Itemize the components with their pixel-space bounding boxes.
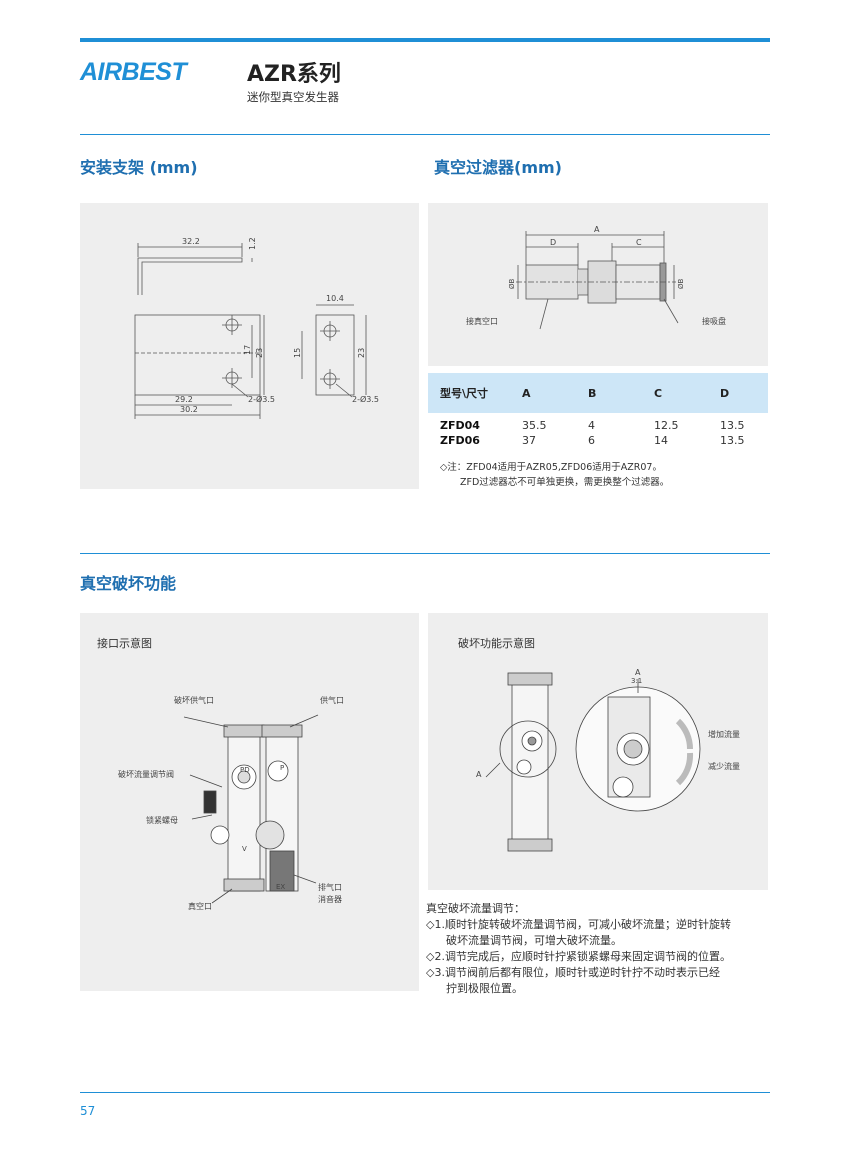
bracket-drawing: 32.2 1.2 10.4 17 23 15 23 2-Ø3.5 2-Ø3.5 … bbox=[134, 237, 379, 419]
label-lock-nut: 锁紧螺母 bbox=[146, 815, 178, 825]
dim-23-side: 23 bbox=[357, 348, 366, 358]
section-title-bracket: 安装支架 (mm) bbox=[80, 158, 198, 177]
bracket-drawing-panel: 32.2 1.2 10.4 17 23 15 23 2-Ø3.5 2-Ø3.5 … bbox=[80, 203, 419, 489]
adjust-title: 真空破坏流量调节： bbox=[426, 902, 525, 915]
adjust-instructions: 真空破坏流量调节： ◇1.顺时针旋转破坏流量调节阀，可减小破坏流量；逆时针旋转 … bbox=[426, 901, 771, 997]
table-cell: 4 bbox=[588, 419, 595, 432]
break-callout-a: A bbox=[476, 770, 482, 779]
table-cell: 14 bbox=[654, 434, 668, 447]
table-cell: 12.5 bbox=[654, 419, 679, 432]
table-header-row: 型号\尺寸 A B C D bbox=[428, 373, 768, 413]
table-cell: 13.5 bbox=[720, 434, 745, 447]
filter-dim-b-right: ØB bbox=[677, 278, 685, 289]
dim-32-2: 32.2 bbox=[182, 237, 200, 246]
section-title-break: 真空破坏功能 bbox=[80, 574, 177, 593]
dim-15: 15 bbox=[293, 348, 302, 358]
brand-logo: AIRBEST bbox=[80, 58, 187, 86]
table-cell: 35.5 bbox=[522, 419, 547, 432]
adjust-step-3-cont: 拧到极限位置。 bbox=[446, 982, 523, 995]
filter-spec-table: 型号\尺寸 A B C D ZFD04 35.5 4 12.5 13.5 ZFD… bbox=[428, 373, 768, 449]
port-diagram-title: 接口示意图 bbox=[97, 637, 152, 650]
label-air-supply: 供气口 bbox=[320, 695, 344, 705]
adjust-step-1-cont: 破坏流量调节阀，可增大破坏流量。 bbox=[446, 934, 622, 947]
filter-drawing: A D C ØB ØB 接真空口 接吸盘 bbox=[466, 225, 726, 330]
break-label-a: A bbox=[635, 668, 641, 677]
break-diagram: A 3:1 A 增加流量 减少流量 bbox=[476, 668, 740, 852]
label-break-supply: 破坏供气口 bbox=[174, 695, 214, 705]
table-header-cell: A bbox=[522, 386, 531, 400]
dim-17: 17 bbox=[243, 345, 252, 355]
top-accent-bar bbox=[80, 38, 770, 42]
label-vacuum-port: 真空口 bbox=[188, 901, 212, 911]
table-header-cell: 型号\尺寸 bbox=[440, 387, 489, 400]
dim-23-front: 23 bbox=[255, 348, 264, 358]
section-title-filter: 真空过滤器(mm) bbox=[434, 158, 562, 177]
filter-port-vacuum: 接真空口 bbox=[466, 316, 498, 326]
adjust-step-2: ◇2.调节完成后，应顺时针拧紧锁紧螺母来固定调节阀的位置。 bbox=[426, 950, 731, 963]
table-header-cell: C bbox=[654, 386, 663, 400]
section-divider bbox=[80, 134, 770, 135]
label-ex: EX bbox=[276, 883, 285, 891]
table-header-cell: B bbox=[588, 386, 597, 400]
label-p: P bbox=[280, 764, 284, 772]
table-cell: ZFD04 bbox=[440, 419, 480, 432]
table-cell: 6 bbox=[588, 434, 595, 447]
break-diagram-title: 破坏功能示意图 bbox=[458, 637, 535, 650]
table-header-cell: D bbox=[720, 386, 730, 400]
label-silencer: 消音器 bbox=[318, 894, 342, 904]
series-subtitle: 迷你型真空发生器 bbox=[247, 90, 339, 104]
table-cell: 37 bbox=[522, 434, 536, 447]
port-diagram: PD P V EX 破坏供气口 供气口 破坏流量调节阀 锁紧螺母 真空口 排气口… bbox=[118, 695, 344, 911]
label-increase-flow: 增加流量 bbox=[708, 729, 740, 739]
filter-note-1: ◇注：ZFD04适用于AZR05,ZFD06适用于AZR07。 bbox=[440, 462, 662, 473]
filter-note-2: ZFD过滤器芯不可单独更换，需更换整个过滤器。 bbox=[460, 477, 670, 488]
table-row: ZFD06 37 6 14 13.5 bbox=[428, 432, 768, 449]
table-cell: ZFD06 bbox=[440, 434, 480, 447]
port-diagram-panel: 接口示意图 PD P V EX 破坏供气口 供气口 破坏流量调节阀 bbox=[80, 613, 419, 991]
dim-30-2: 30.2 bbox=[180, 405, 198, 414]
label-v: V bbox=[242, 845, 247, 853]
adjust-step-1: ◇1.顺时针旋转破坏流量调节阀，可减小破坏流量；逆时针旋转 bbox=[426, 918, 731, 931]
series-title: AZR系列 bbox=[247, 62, 341, 87]
label-pd: PD bbox=[240, 766, 250, 774]
section-divider bbox=[80, 553, 770, 554]
filter-drawing-panel: A D C ØB ØB 接真空口 接吸盘 bbox=[428, 203, 768, 366]
dim-1-2: 1.2 bbox=[248, 237, 257, 250]
dim-29-2: 29.2 bbox=[175, 395, 193, 404]
break-diagram-panel: 破坏功能示意图 A 3:1 A 增加流量 减少流量 bbox=[428, 613, 768, 890]
dim-10-4: 10.4 bbox=[326, 294, 344, 303]
footer-divider bbox=[80, 1092, 770, 1093]
filter-dim-d: D bbox=[550, 238, 556, 247]
page-number: 57 bbox=[80, 1104, 96, 1118]
filter-dim-c: C bbox=[636, 238, 642, 247]
break-scale: 3:1 bbox=[631, 677, 642, 685]
label-decrease-flow: 减少流量 bbox=[708, 761, 740, 771]
adjust-step-3: ◇3.调节阀前后都有限位，顺时针或逆时针拧不动时表示已经 bbox=[426, 966, 720, 979]
filter-port-pad: 接吸盘 bbox=[702, 316, 726, 326]
label-exhaust: 排气口 bbox=[318, 882, 342, 892]
dim-hole-side: 2-Ø3.5 bbox=[352, 394, 379, 404]
label-flow-valve: 破坏流量调节阀 bbox=[118, 769, 174, 779]
table-row: ZFD04 35.5 4 12.5 13.5 bbox=[428, 413, 768, 432]
filter-dim-a: A bbox=[594, 225, 600, 234]
dim-hole-front: 2-Ø3.5 bbox=[248, 394, 275, 404]
table-cell: 13.5 bbox=[720, 419, 745, 432]
filter-dim-b-left: ØB bbox=[508, 278, 516, 289]
